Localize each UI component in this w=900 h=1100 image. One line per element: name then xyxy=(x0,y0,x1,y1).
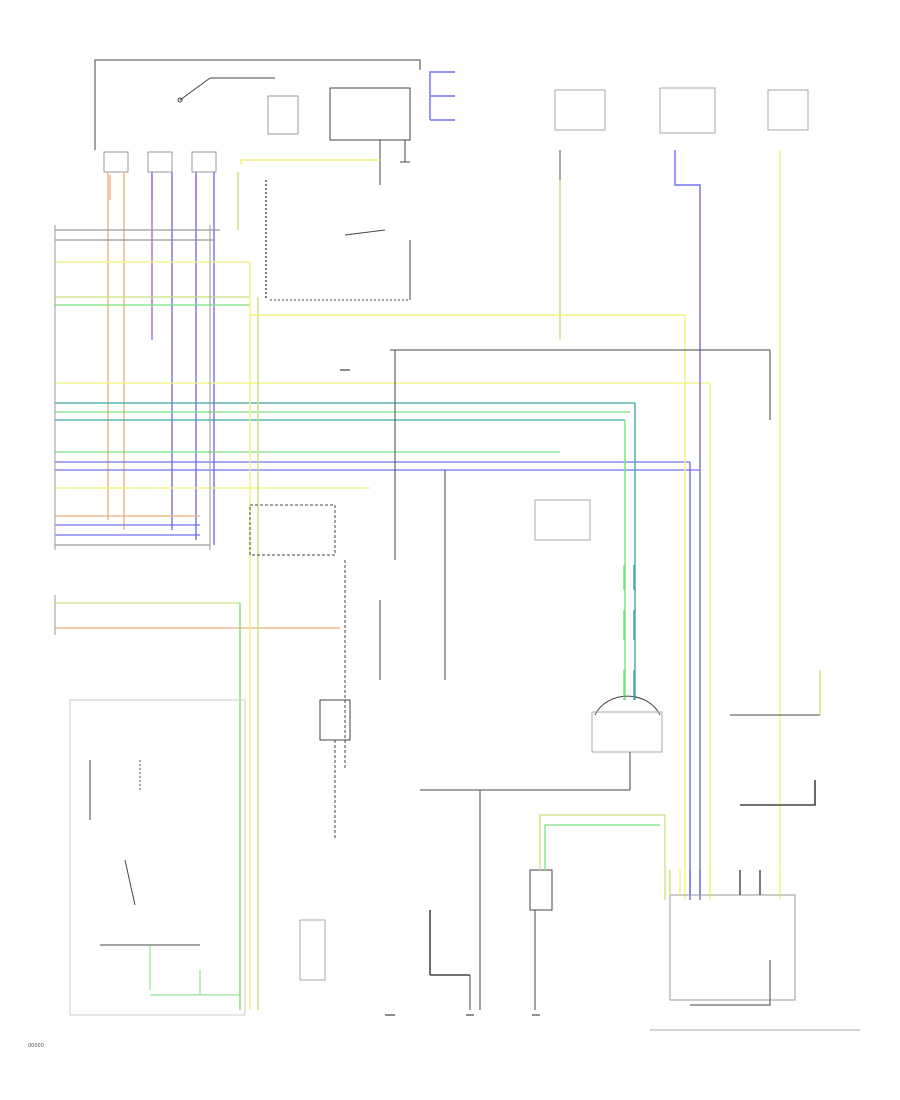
left-connector-bracket xyxy=(54,225,211,635)
top-right-relays xyxy=(554,87,809,180)
connector-pins xyxy=(109,175,781,895)
left-bus-lines xyxy=(55,229,710,629)
ground-symbols xyxy=(340,369,540,1016)
top-arrows xyxy=(429,71,455,121)
lower-left-components xyxy=(69,699,351,1016)
reference-mark: 00000 xyxy=(28,1043,44,1049)
lower-right-components xyxy=(429,670,860,1031)
center-dark-wiring xyxy=(249,229,771,791)
connector-wires-top xyxy=(107,159,380,545)
center-vertical-wires xyxy=(239,150,781,1010)
top-left-switch-block xyxy=(94,59,421,185)
